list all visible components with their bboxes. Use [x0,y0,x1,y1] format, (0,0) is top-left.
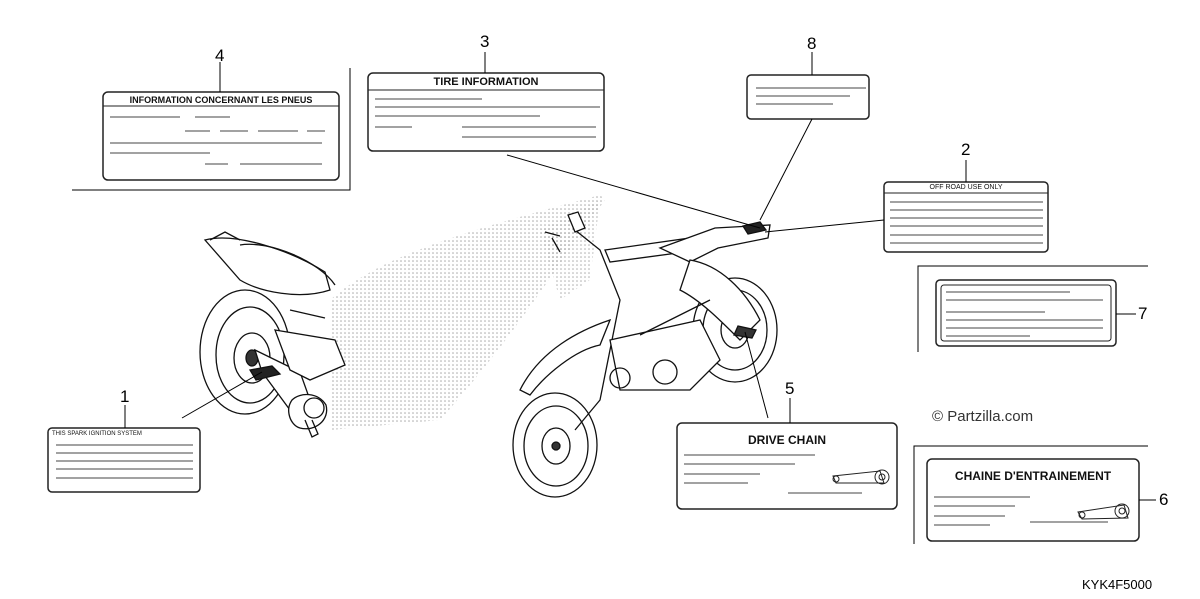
label-5 [676,422,898,510]
label-2 [883,181,1049,253]
motorcycle-right-view [512,211,778,498]
label-7 [935,279,1117,347]
label-1 [47,427,201,493]
callout-5: 5 [785,379,795,398]
stipple-shading [330,195,605,430]
label-6-title: CHAINE D'ENTRAINEMENT [954,469,1112,483]
label-1-title: THIS SPARK IGNITION SYSTEM [52,431,142,437]
chain-icon [832,469,890,485]
frame-label-7 [917,265,1148,352]
label-2-title: OFF ROAD USE ONLY [929,184,1003,191]
label-3 [367,72,605,152]
leader-lines [124,52,1156,501]
callout-3: 3 [480,32,490,51]
callout-4: 4 [215,46,225,65]
callout-8: 8 [807,34,817,53]
label-3-title: TIRE INFORMATION [433,76,539,88]
label-5-title: DRIVE CHAIN [747,433,826,447]
panel-frames [72,68,1148,544]
callout-7: 7 [1138,304,1148,323]
frame-label-4 [72,68,351,191]
chain-icon-2 [1077,503,1130,520]
watermark: © Partzilla.com [932,408,1034,425]
callout-6: 6 [1159,490,1169,509]
motorcycle-left-view [199,231,346,438]
frame-label-6 [913,445,1148,544]
label-4-title: INFORMATION CONCERNANT LES PNEUS [129,95,313,105]
label-8 [746,74,870,120]
callout-1: 1 [120,387,130,406]
callout-2: 2 [961,140,971,159]
label-4 [102,91,340,181]
diagram-code: KYK4F5000 [1082,577,1153,592]
